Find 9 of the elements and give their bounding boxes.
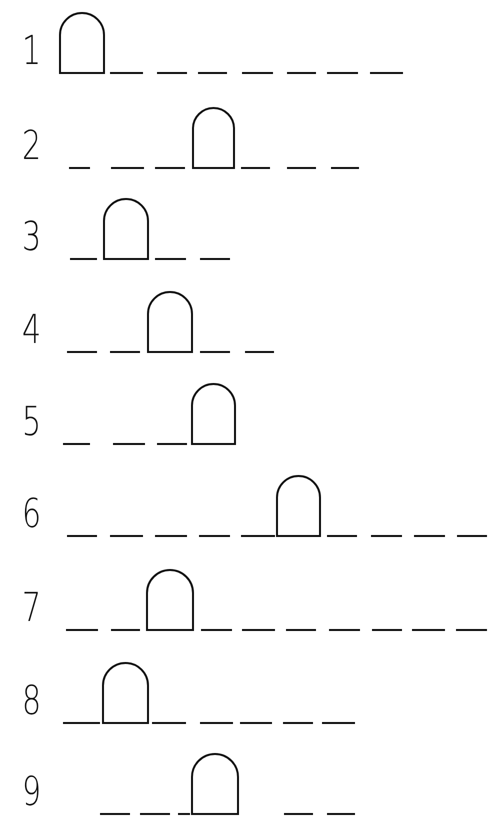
row-number: 5 — [22, 400, 42, 444]
row-number: 6 — [22, 492, 42, 536]
row-number: 8 — [22, 679, 42, 723]
row-number: 7 — [22, 586, 42, 630]
row-number: 1 — [22, 29, 42, 73]
row-number: 9 — [22, 770, 42, 814]
row-number: 3 — [22, 215, 42, 259]
row-number: 4 — [22, 308, 42, 352]
row-number: 2 — [22, 124, 42, 168]
